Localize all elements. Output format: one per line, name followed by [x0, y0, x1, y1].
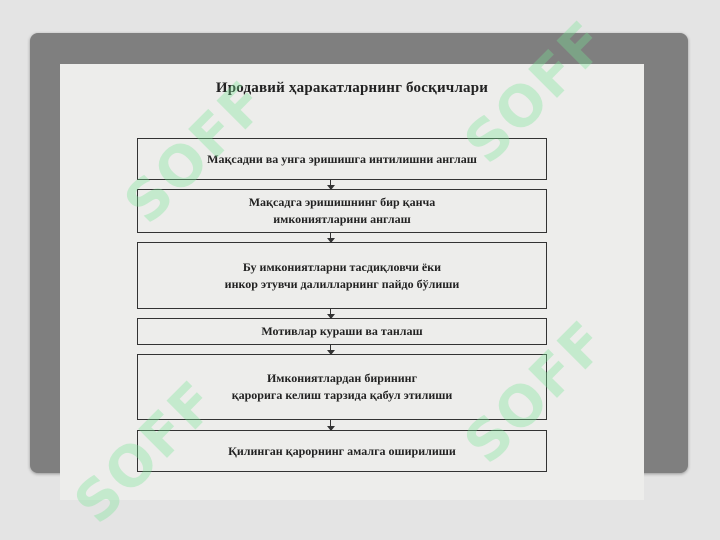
- step-box-4: Мотивлар кураши ва танлаш: [137, 318, 547, 345]
- step-3-text: Бу имкониятларни тасдиқловчи ёки инкор э…: [224, 259, 460, 291]
- step-connector-3: [326, 309, 335, 319]
- step-connector-1: [326, 180, 335, 190]
- step-6-text: Қилинган қарорнинг амалга оширилиши: [228, 443, 456, 458]
- step-1-text: Мақсадни ва унга эришишга интилишни англ…: [207, 151, 477, 166]
- step-box-3: Бу имкониятларни тасдиқловчи ёки инкор э…: [137, 242, 547, 309]
- step-2-text: Мақсадга эришишнинг бир қанча имкониятла…: [248, 195, 436, 226]
- step-box-5: Имкониятлардан бирининг қарорига келиш т…: [137, 354, 547, 420]
- step-connector-2: [326, 233, 335, 243]
- step-5-text: Имкониятлардан бирининг қарорига келиш т…: [231, 371, 453, 402]
- step-box-6: Қилинган қарорнинг амалга оширилиши: [137, 430, 547, 472]
- document-page: Иродавий ҳаракатларнинг босқичлари Мақса…: [60, 64, 644, 500]
- step-box-1: Мақсадни ва унга эришишга интилишни англ…: [137, 138, 547, 180]
- step-box-2: Мақсадга эришишнинг бир қанча имкониятла…: [137, 189, 547, 233]
- step-connector-5: [326, 420, 335, 431]
- step-4-text: Мотивлар кураши ва танлаш: [261, 324, 423, 338]
- diagram-title: Иродавий ҳаракатларнинг босқичлари: [215, 80, 489, 96]
- step-connector-4: [326, 345, 335, 355]
